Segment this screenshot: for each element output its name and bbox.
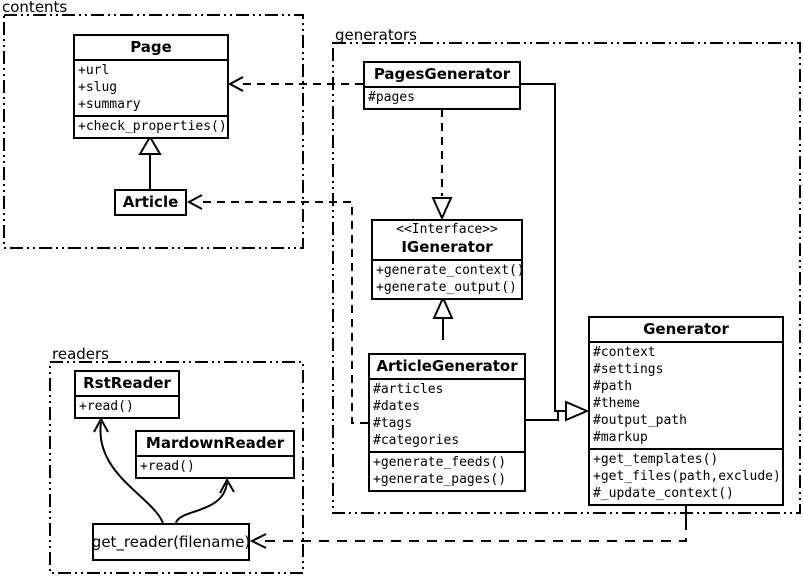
generalization-triangle-page: [138, 135, 162, 155]
class-generator-methods: +get_templates() +get_files(path,exclude…: [590, 448, 782, 504]
edge-getreader-to-mardownreader: [175, 482, 228, 524]
class-article-name: Article: [122, 193, 179, 211]
class-mardownreader: MardownReader +read(): [135, 430, 295, 479]
class-igenerator: <<Interface>> IGenerator +generate_conte…: [371, 219, 525, 300]
class-igenerator-title: <<Interface>> IGenerator: [373, 221, 521, 259]
open-arrowhead-article: [186, 194, 203, 210]
open-arrowhead-getreader: [249, 533, 267, 549]
generalization-triangle-generator: [565, 400, 590, 422]
open-arrowhead-page: [227, 76, 244, 92]
edge-getreader-to-rstreader: [99, 421, 164, 524]
class-articlegenerator-attributes: #articles #dates #tags #categories: [370, 378, 524, 451]
attribute: #output_path: [593, 413, 687, 428]
class-rstreader: RstReader +read(): [74, 370, 180, 419]
class-rstreader-name: RstReader: [83, 374, 171, 392]
attribute: #pages: [368, 90, 415, 105]
class-generator-attributes: #context #settings #path #theme #output_…: [590, 341, 782, 448]
class-generator-name: Generator: [643, 320, 729, 338]
attribute: +url: [78, 63, 110, 78]
class-rstreader-methods: +read(): [76, 395, 178, 417]
package-generators-border: [332, 42, 801, 514]
attribute: +summary: [78, 97, 141, 112]
method: +generate_output(): [376, 280, 517, 295]
attribute: #markup: [593, 430, 648, 445]
function-get-reader-label: get_reader(filename): [91, 533, 251, 551]
method: +generate_pages(): [373, 472, 507, 487]
class-mardownreader-methods: +read(): [137, 455, 293, 477]
attribute: #theme: [593, 396, 640, 411]
function-get-reader: get_reader(filename): [92, 523, 250, 561]
class-pagesgenerator-name: PagesGenerator: [373, 65, 511, 83]
attribute: #tags: [373, 416, 413, 431]
method: +get_files(path,exclude): [593, 469, 781, 484]
package-generators-label: generators: [335, 26, 417, 44]
class-generator: Generator #context #settings #path #them…: [588, 316, 784, 506]
method: +generate_context(): [376, 263, 525, 278]
method: +get_templates(): [593, 452, 719, 467]
generalization-triangle-igenerator: [432, 295, 454, 319]
class-article: Article: [114, 189, 187, 216]
edge-pagesgenerator-to-generator: [521, 83, 566, 412]
package-contents-label: contents: [2, 0, 68, 16]
package-readers-border: [49, 361, 304, 574]
attribute: #settings: [593, 362, 664, 377]
attribute: #categories: [373, 433, 460, 448]
method: #_update_context(): [593, 486, 734, 501]
class-articlegenerator-name: ArticleGenerator: [376, 357, 518, 375]
class-articlegenerator: ArticleGenerator #articles #dates #tags …: [368, 353, 526, 492]
method: +read(): [140, 459, 195, 474]
class-pagesgenerator: PagesGenerator #pages: [363, 61, 521, 110]
attribute: #dates: [373, 399, 420, 414]
edge-generator-to-getreader: [259, 520, 687, 542]
class-page-methods: +check_properties(): [75, 115, 227, 137]
package-readers-label: readers: [52, 345, 109, 363]
attribute: #context: [593, 345, 656, 360]
realization-triangle-igenerator: [431, 197, 453, 221]
class-igenerator-name: IGenerator: [401, 238, 493, 256]
attribute: #articles: [373, 382, 444, 397]
attribute: #path: [593, 379, 633, 394]
method: +check_properties(): [78, 119, 227, 134]
class-mardownreader-name: MardownReader: [145, 434, 285, 452]
attribute: +slug: [78, 80, 118, 95]
class-page-name: Page: [130, 38, 172, 56]
edge-articlegenerator-to-article: [197, 201, 368, 424]
class-igenerator-methods: +generate_context() +generate_output(): [373, 259, 525, 298]
edge-articlegenerator-to-generator: [526, 411, 559, 421]
class-page: Page +url +slug +summary +check_properti…: [73, 34, 229, 139]
method: +read(): [79, 399, 134, 414]
open-arrowhead-rstreader: [93, 416, 109, 433]
class-page-attributes: +url +slug +summary: [75, 59, 227, 115]
class-pagesgenerator-attributes: #pages: [365, 86, 519, 108]
open-arrowhead-mardownreader: [219, 477, 235, 494]
method: +generate_feeds(): [373, 455, 507, 470]
class-igenerator-stereotype: <<Interface>>: [396, 222, 498, 237]
class-articlegenerator-methods: +generate_feeds() +generate_pages(): [370, 451, 524, 490]
package-contents-border: [3, 14, 304, 249]
